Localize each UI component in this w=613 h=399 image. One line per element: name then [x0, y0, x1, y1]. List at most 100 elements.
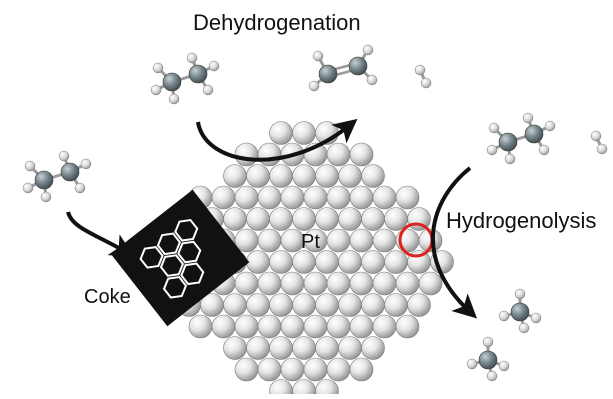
pt-atom — [326, 357, 351, 382]
coke-label: Coke — [84, 286, 131, 308]
pt-atom — [349, 314, 374, 339]
hydrogen-atom — [498, 310, 510, 322]
hydrogen-atom — [152, 62, 164, 74]
molecules — [22, 44, 608, 382]
coke-ring — [139, 246, 164, 269]
hydrogen-atom — [482, 336, 494, 348]
pt-atom — [338, 164, 362, 188]
pt-atom — [326, 271, 351, 296]
pt-atom — [292, 336, 316, 360]
pt-atom — [234, 314, 259, 339]
coke-ring — [162, 275, 188, 299]
pt-atom — [349, 228, 374, 253]
hydrogen-atom — [80, 158, 92, 170]
pt-atom — [349, 357, 374, 382]
pt-atom — [326, 228, 351, 253]
pt-atom — [395, 271, 420, 296]
pt-atom — [384, 250, 408, 274]
pt-atom — [361, 207, 385, 231]
pt-atom — [269, 336, 293, 360]
ethane-molecule-icon — [22, 150, 92, 203]
pt-atom — [349, 271, 374, 296]
pt-atom — [280, 271, 305, 296]
pt-atom — [395, 314, 420, 339]
hydrogen-atom — [186, 52, 198, 64]
carbon-atom — [34, 170, 54, 190]
hydrogen-atom — [420, 77, 432, 89]
pt-atom — [361, 250, 385, 274]
hydrogenolysis-label: Hydrogenolysis — [446, 208, 597, 233]
pt-atom — [211, 314, 236, 339]
ethane-molecule-icon — [150, 52, 220, 105]
carbon-atom — [162, 72, 182, 92]
pt-atom — [292, 207, 316, 231]
pt-atom — [372, 271, 397, 296]
pt-atom — [315, 336, 339, 360]
pt-atom — [315, 250, 339, 274]
hydrogen-atom — [488, 122, 500, 134]
coke-formation-arrow — [66, 211, 135, 257]
pt-atom — [303, 185, 328, 210]
hydrogen-atom — [466, 358, 478, 370]
pt-atom — [407, 293, 431, 317]
pt-atom — [315, 164, 339, 188]
pt-atom — [234, 142, 259, 167]
pt-atom — [315, 293, 339, 317]
hydrogenolysis-arrow — [431, 166, 478, 319]
pt-atom — [292, 250, 316, 274]
pt-atom — [372, 185, 397, 210]
pt-atom — [384, 207, 408, 231]
pt-atom — [303, 357, 328, 382]
pt-atom — [269, 250, 293, 274]
pt-atom — [349, 142, 374, 167]
pt-atom — [246, 207, 270, 231]
pt-atom — [338, 207, 362, 231]
dehydrogenation-label: Dehydrogenation — [193, 10, 361, 35]
pt-atom — [361, 293, 385, 317]
coke-ring — [180, 262, 205, 286]
pt-label: Pt — [301, 231, 320, 253]
pt-atom — [280, 357, 305, 382]
pt-atom — [257, 271, 282, 296]
pt-atom — [223, 164, 247, 188]
hydrogen-atom — [22, 182, 34, 194]
hydrogen-atom — [504, 153, 516, 165]
hydrogen-atom — [58, 150, 70, 162]
coke-patch — [110, 189, 250, 327]
hydrogen-atom — [312, 50, 324, 62]
pt-atom — [223, 207, 247, 231]
carbon-atom — [318, 64, 338, 84]
pt-atom — [326, 142, 351, 167]
carbon-atom — [510, 302, 530, 322]
hydrogen-atom — [24, 160, 36, 172]
pt-atom — [280, 314, 305, 339]
pt-atom — [361, 336, 385, 360]
pt-atom — [223, 336, 247, 360]
pt-atom — [269, 379, 293, 399]
pt-atom — [372, 314, 397, 339]
pt-atom — [246, 293, 270, 317]
pt-atom — [303, 314, 328, 339]
pt-atom — [257, 357, 282, 382]
pt-atom — [269, 164, 293, 188]
pt-atom — [269, 121, 293, 145]
hydrogen-atom — [362, 44, 374, 56]
hydrogen-atom — [518, 322, 530, 334]
ethylene-molecule-icon — [308, 44, 378, 92]
pt-atom — [418, 271, 443, 296]
coke-ring — [159, 254, 185, 277]
pt-atom — [303, 271, 328, 296]
hydrogen-atom — [150, 84, 162, 96]
hydrogen-atom — [486, 144, 498, 156]
carbon-atom — [498, 132, 518, 152]
carbon-atom — [348, 56, 368, 76]
hydrogen-atom — [596, 143, 608, 155]
hydrogen-atom — [40, 191, 52, 203]
coke-deposit — [110, 189, 250, 327]
pt-atom — [384, 293, 408, 317]
coke-ring — [156, 232, 182, 256]
hydrogen-atom — [414, 64, 426, 76]
hydrogen-atom — [366, 74, 378, 86]
pt-atom — [292, 293, 316, 317]
hydrogen-atom — [544, 120, 556, 132]
